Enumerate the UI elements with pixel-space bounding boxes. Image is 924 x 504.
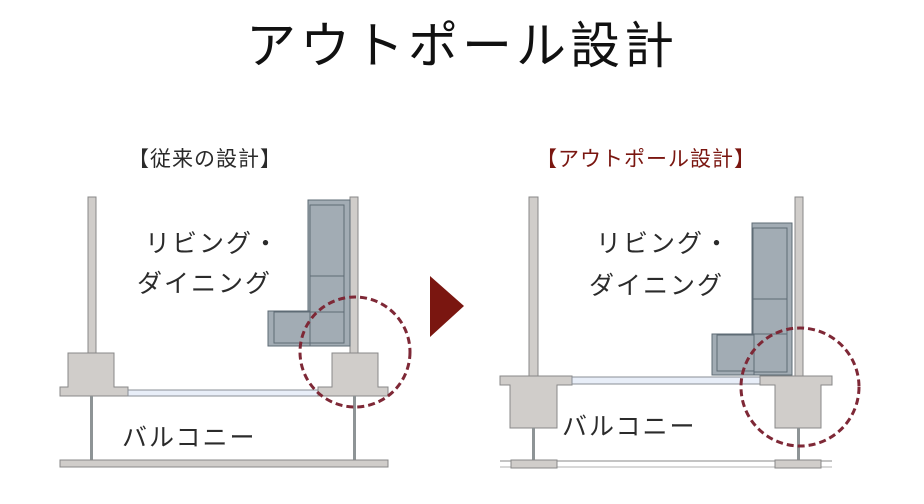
living-dining-label-line1: リビング・ (145, 229, 280, 258)
balcony-support-left (532, 428, 535, 461)
conventional-design-heading: 【従来の設計】 (128, 147, 282, 171)
left-wall (87, 196, 97, 356)
window-sash (571, 376, 761, 385)
sofa (711, 222, 793, 376)
balcony-support-right (353, 396, 356, 460)
balcony-label: バルコニー (122, 423, 257, 452)
left-column (59, 352, 129, 397)
triangle-right-icon (430, 276, 464, 337)
outpole-design-heading: 【アウトポール設計】 (536, 147, 756, 171)
living-dining-label-line2: ダイニング (589, 271, 724, 300)
balcony-support-left (90, 396, 93, 460)
balcony-rail-pad-right (774, 459, 822, 469)
highlight-circle (298, 295, 412, 409)
page-title: アウトポール設計 (246, 17, 678, 75)
sofa (267, 199, 351, 347)
balcony-label: バルコニー (562, 412, 697, 441)
window-sash (127, 389, 319, 397)
right-wall (794, 196, 804, 379)
outpole-floor-plan: リビング・ ダイニング バルコニー (499, 196, 861, 469)
left-wall (528, 196, 539, 379)
right-column (759, 375, 833, 429)
right-column (317, 352, 389, 397)
living-dining-label-line1: リビング・ (596, 229, 731, 258)
balcony-rail (59, 459, 389, 468)
conventional-floor-plan: リビング・ ダイニング バルコニー (59, 196, 412, 468)
living-dining-label-line2: ダイニング (137, 269, 272, 298)
balcony-rail-pad-left (510, 459, 558, 469)
right-wall (349, 196, 359, 356)
highlight-circle (739, 326, 861, 448)
